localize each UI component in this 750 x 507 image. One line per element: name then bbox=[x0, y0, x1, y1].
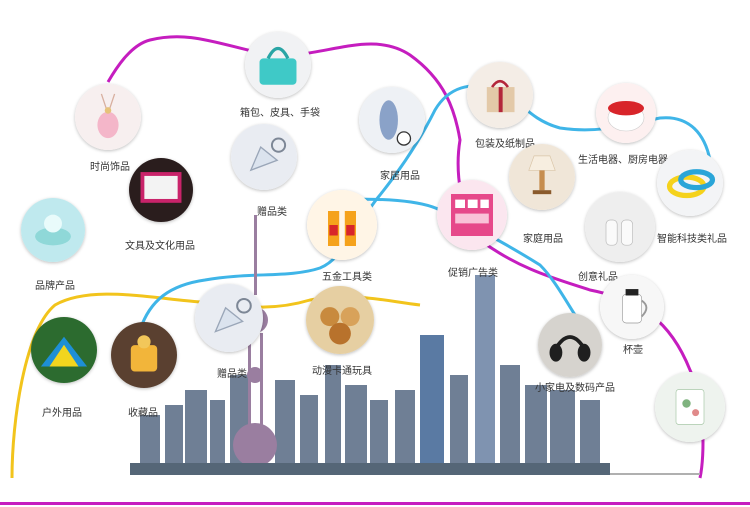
category-label: 促销广告类 bbox=[448, 268, 498, 279]
category-label: 杯壶 bbox=[623, 345, 643, 356]
blue-path bbox=[138, 84, 713, 331]
category-label: 赠品类 bbox=[257, 207, 287, 218]
category-label: 家居用品 bbox=[380, 171, 420, 182]
crystal-keychain-icon[interactable] bbox=[195, 284, 263, 352]
gift-box-icon[interactable] bbox=[467, 62, 533, 128]
category-label: 时尚饰品 bbox=[90, 162, 130, 173]
category-label: 五金工具类 bbox=[322, 272, 372, 283]
promo-shelf-icon[interactable] bbox=[437, 180, 507, 250]
teddy-bears-icon[interactable] bbox=[306, 286, 374, 354]
category-label: 小家电及数码产品 bbox=[535, 383, 615, 394]
category-label: 赠品类 bbox=[217, 369, 247, 380]
category-label: 文具及文化用品 bbox=[125, 241, 195, 252]
teal-handbag-icon[interactable] bbox=[245, 32, 311, 98]
category-label: 家庭用品 bbox=[523, 234, 563, 245]
tent-icon[interactable] bbox=[31, 317, 97, 383]
vase-clock-icon[interactable] bbox=[359, 87, 425, 153]
category-label: 生活电器、厨房电器 bbox=[578, 155, 668, 166]
table-lamp-icon[interactable] bbox=[509, 144, 575, 210]
porcelain-cup-icon[interactable] bbox=[655, 372, 725, 442]
rice-cooker-icon[interactable] bbox=[596, 83, 656, 143]
thumb-holder-icon[interactable] bbox=[585, 192, 655, 262]
category-label: 户外用品 bbox=[42, 408, 82, 419]
category-label: 智能科技类礼品 bbox=[657, 234, 727, 245]
category-label: 收藏品 bbox=[128, 408, 158, 419]
magenta-path bbox=[106, 35, 705, 479]
category-label: 品牌产品 bbox=[35, 281, 75, 292]
jade-seal-icon[interactable] bbox=[111, 322, 177, 388]
category-label: 动漫卡通玩具 bbox=[312, 366, 372, 377]
soap-icon[interactable] bbox=[21, 198, 85, 262]
smart-band-icon[interactable] bbox=[657, 150, 723, 216]
headphones-icon[interactable] bbox=[538, 313, 602, 377]
category-label: 箱包、皮具、手袋 bbox=[240, 108, 320, 119]
category-label: 包装及纸制品 bbox=[475, 139, 535, 150]
crystal-keychain-icon[interactable] bbox=[231, 124, 297, 190]
bottom-divider bbox=[0, 502, 750, 505]
kettle-icon[interactable] bbox=[600, 275, 664, 339]
bottles-icon[interactable] bbox=[307, 190, 377, 260]
tablet-case-icon[interactable] bbox=[129, 158, 193, 222]
shanghai-skyline-icon bbox=[130, 215, 610, 475]
category-label: 创意礼品 bbox=[578, 272, 618, 283]
pink-pendant-icon[interactable] bbox=[75, 84, 141, 150]
